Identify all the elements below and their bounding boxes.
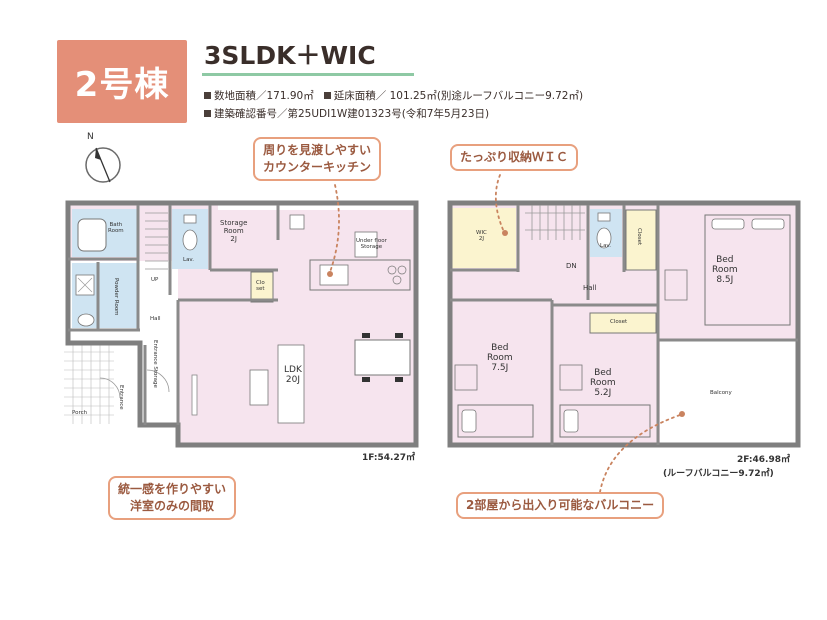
room-powder-name2: Room [113, 299, 119, 316]
room-closet-1f: Clo set [256, 280, 265, 292]
room-bed-left-size: 7.5J [491, 363, 509, 373]
room-up: UP [151, 277, 159, 283]
room-entrance-storage: Entrance Storage [152, 340, 158, 388]
room-bed-small-size: 5.2J [594, 388, 612, 398]
room-bed-main-size: 8.5J [716, 275, 734, 285]
room-bath: Bath Room [108, 222, 124, 234]
room-entrance: Entrance [118, 385, 124, 410]
room-bed-left-name2: Room [487, 353, 513, 363]
room-dn: DN [566, 262, 577, 270]
permit-number: 建築確認番号／第25UDI1W建01323号(令和7年5月23日) [214, 108, 490, 120]
room-bed-main-name: Bed [716, 255, 734, 265]
callout-kitchen: 周りを見渡しやすい カウンターキッチン [253, 137, 382, 181]
permit-info: 建築確認番号／第25UDI1W建01323号(令和7年5月23日) [204, 106, 489, 121]
room-under-floor-name: Under floor [356, 238, 387, 244]
area-info: 数地面積／171.90㎡ 延床面積／ 101.25㎡(別途ルーフバルコニー9.72… [204, 88, 583, 103]
callout-western-line2: 洋室のみの間取 [130, 499, 215, 513]
room-bed-main: Bed Room 8.5J [712, 255, 738, 285]
room-ldk-size: 20J [285, 375, 300, 385]
room-hall-2f: Hall [583, 284, 597, 292]
room-wic-name: WIC [476, 230, 487, 236]
second-floor-area: 2F:46.98㎡ [737, 455, 790, 465]
callout-kitchen-line1: 周りを見渡しやすい [263, 143, 371, 157]
room-closet-mid: Closet [610, 319, 628, 325]
title-underline [202, 73, 414, 76]
room-storage-name2: Room [223, 227, 244, 235]
callout-western-rooms: 統一感を作りやすい 洋室のみの間取 [108, 476, 237, 520]
room-bed-small-name2: Room [590, 378, 616, 388]
room-bed-main-name2: Room [712, 265, 738, 275]
first-floor-plan [64, 200, 419, 448]
building-badge: 2号棟 [57, 40, 187, 123]
room-wic-size: 2J [478, 236, 485, 242]
callout-balcony-line1: 2部屋から出入り可能なバルコニー [466, 498, 655, 512]
compass-icon [85, 147, 121, 183]
room-lav-2f: Lav. [600, 243, 612, 249]
room-storage-size: 2J [230, 235, 237, 243]
room-hall-1f: Hall [150, 316, 161, 322]
callout-wic-line1: たっぷり収納ＷＩＣ [460, 150, 569, 164]
bullet-square-icon [204, 110, 211, 117]
room-closet-name: Clo [256, 280, 265, 286]
callout-balcony: 2部屋から出入り可能なバルコニー [456, 492, 665, 519]
plan-type-title: 3SLDK＋WIC [204, 41, 376, 70]
room-lav-1f: Lav. [183, 257, 195, 263]
room-bath-name2: Room [108, 228, 124, 234]
room-closet-top: Closet [636, 228, 642, 246]
room-powder: Powder Room [113, 278, 119, 316]
callout-wic: たっぷり収納ＷＩＣ [450, 144, 579, 171]
bullet-square-icon [323, 92, 331, 99]
room-balcony: Balcony [710, 390, 732, 396]
room-ldk-name: LDK [284, 365, 302, 375]
callout-western-line1: 統一感を作りやすい [118, 482, 227, 496]
room-under-floor-name2: Storage [360, 244, 383, 250]
callout-kitchen-line2: カウンターキッチン [263, 160, 372, 174]
room-under-floor-storage: Under floor Storage [356, 238, 387, 250]
second-floor-plan [447, 200, 801, 448]
room-bed-left: Bed Room 7.5J [487, 343, 513, 373]
room-storage: Storage Room 2J [220, 219, 247, 243]
room-closet-name2: set [256, 286, 265, 292]
roof-balcony-area: (ルーフバルコニー9.72㎡) [663, 469, 774, 479]
bullet-square-icon [204, 92, 211, 99]
compass-north-label: N [87, 132, 94, 142]
room-ldk: LDK 20J [284, 365, 302, 385]
first-floor-area: 1F:54.27㎡ [362, 453, 415, 463]
room-bed-small-name: Bed [594, 368, 612, 378]
room-bed-small: Bed Room 5.2J [590, 368, 616, 398]
room-porch: Porch [72, 410, 88, 416]
site-area: 数地面積／171.90㎡ [214, 90, 314, 102]
room-bath-name: Bath [109, 222, 123, 228]
floor-area: 延床面積／ 101.25㎡(別途ルーフバルコニー9.72㎡) [333, 90, 584, 102]
room-wic: WIC 2J [476, 230, 487, 242]
room-bed-left-name: Bed [491, 343, 509, 353]
room-powder-name: Powder [113, 278, 119, 299]
room-storage-name: Storage [220, 219, 248, 227]
